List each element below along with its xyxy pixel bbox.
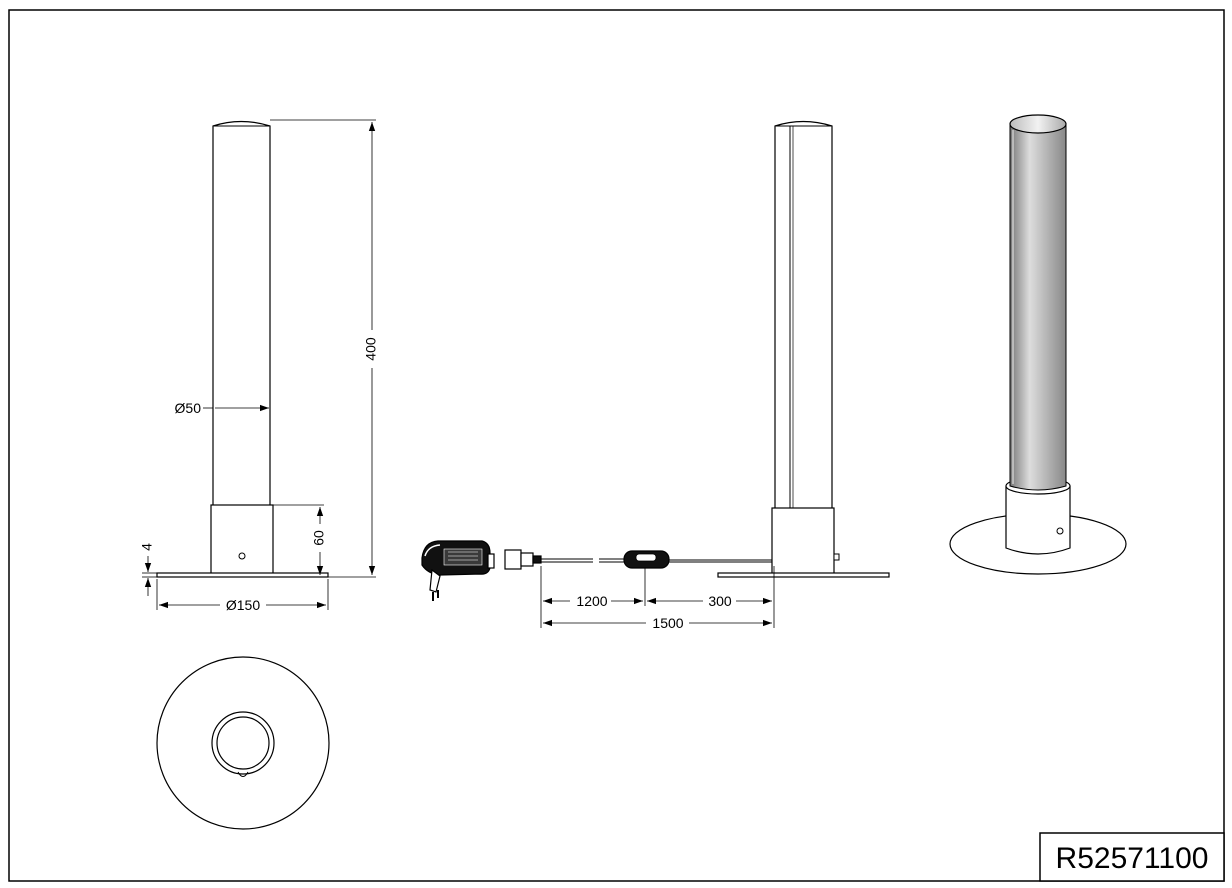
cable-dimensions xyxy=(540,566,775,628)
plug-adapter xyxy=(421,540,495,601)
top-tube-inner xyxy=(216,716,270,770)
switch-to-lamp-label: 300 xyxy=(708,593,732,609)
cable-total-label: 1500 xyxy=(652,615,683,631)
inline-switch xyxy=(623,550,670,569)
drawing-code: R52571100 xyxy=(1056,842,1209,875)
top-switch-nub xyxy=(237,771,249,777)
side-tube xyxy=(774,120,833,508)
cable-connector xyxy=(504,549,542,570)
perspective-view xyxy=(949,114,1127,575)
front-view xyxy=(156,120,329,578)
base-diameter-dimension xyxy=(156,579,329,610)
persp-switch-dot xyxy=(1056,527,1064,535)
persp-tube xyxy=(1009,123,1067,491)
height-label: 400 xyxy=(363,337,379,361)
persp-cap xyxy=(1009,114,1067,134)
plate-thickness-label: 4 xyxy=(139,543,155,551)
front-base-plate xyxy=(156,572,329,578)
power-cable xyxy=(541,558,774,563)
cable-to-switch-label: 1200 xyxy=(576,593,607,609)
side-view xyxy=(717,120,890,578)
persp-base-block xyxy=(1005,486,1071,555)
base-diameter-label: Ø150 xyxy=(226,597,260,613)
side-base-plate xyxy=(717,572,890,578)
side-switch-nub xyxy=(833,553,840,561)
base-height-label: 60 xyxy=(311,530,327,546)
plate-thickness-dimension xyxy=(142,556,157,596)
title-block xyxy=(1039,832,1225,882)
base-height-dimension xyxy=(273,504,324,575)
top-tube-outer xyxy=(211,711,275,775)
tube-diameter-label: Ø50 xyxy=(175,400,202,416)
front-base-block xyxy=(210,504,274,576)
height-dimension xyxy=(270,119,376,578)
drawing-frame xyxy=(8,9,1225,882)
side-base-block xyxy=(771,507,835,576)
top-base-plate xyxy=(156,656,330,830)
front-switch-dot xyxy=(238,552,246,560)
top-view xyxy=(156,656,330,830)
